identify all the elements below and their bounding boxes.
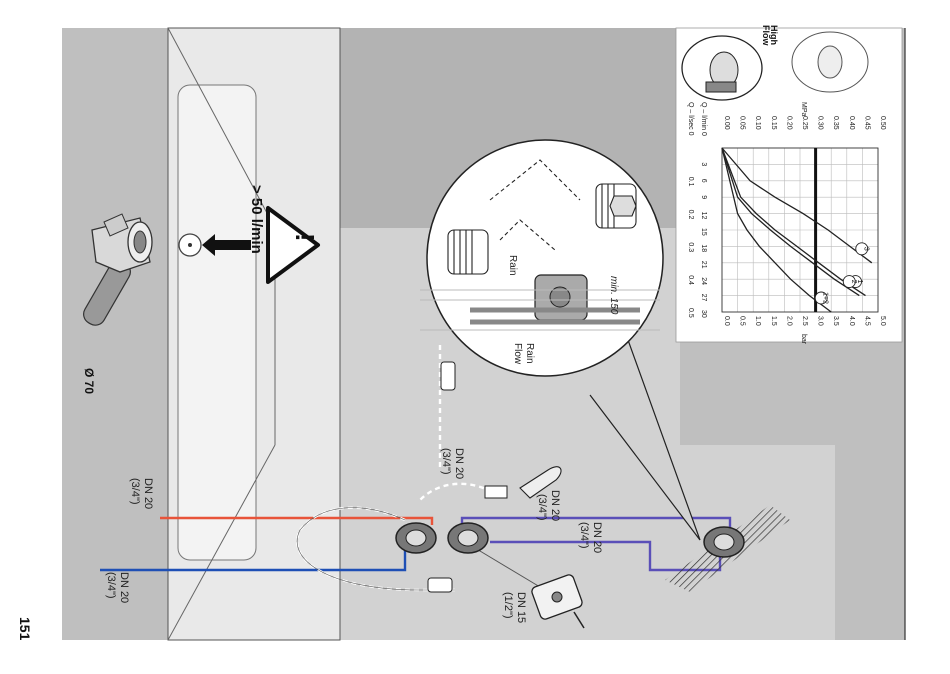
handshower-pipe-size: DN 20 [549, 490, 561, 521]
mixing-valve [420, 274, 660, 331]
bar-tick-label: 3.0 [817, 316, 824, 326]
plot-frame [721, 147, 879, 313]
thermostat-pipe-thread: (1/2") [502, 592, 514, 619]
drain-diameter-label: Ø 70 [82, 368, 96, 394]
flow-rate-label: > 50 l/min [248, 185, 265, 254]
detail-min-label: min. 150 [608, 276, 619, 315]
bar-tick-label: 3.5 [832, 316, 839, 326]
lmin-tick-label: 3 [700, 162, 707, 166]
lmin-tick-label: 9 [700, 195, 707, 199]
lmin-tick-label: 27 [700, 294, 707, 302]
hot-pipe-size: DN 20 [142, 478, 154, 509]
thermostat-box [531, 574, 585, 629]
high-flow-head-icon [681, 35, 763, 101]
hose-connector [427, 361, 456, 593]
wall-outlet-left [395, 522, 437, 554]
series-line-2 [721, 147, 860, 297]
mpa-tick-label: 0.40 [848, 116, 855, 130]
bar-tick-label: 2.0 [785, 316, 792, 326]
mpa-tick-label: 0.30 [817, 116, 824, 130]
detail-rain-flow-label: Rain Flow [512, 343, 535, 365]
bar-tick-label: 2.5 [801, 316, 808, 326]
lmin-tick-label: 18 [700, 244, 707, 252]
down-arrow-icon [202, 234, 251, 256]
series-line-3 [721, 147, 873, 264]
chart-panel: High Flow 0.00 0.05 0.10 0.15 0.20 0.25 0.30 0.… [675, 25, 903, 345]
lmin-row-label: Q – l/min 0 [700, 102, 707, 136]
mpa-axis-label: MPa [800, 102, 807, 117]
detail-rain-label: Rain [507, 255, 518, 276]
lmin-tick-label: 30 [700, 310, 707, 318]
high-flow-label: High Flow [761, 25, 779, 46]
bar-tick-label: 1.0 [754, 316, 761, 326]
series-marker-1-2 [814, 291, 828, 305]
bar-tick-label: 4.5 [863, 316, 870, 326]
series-label-1: 1 [856, 280, 863, 284]
page-number: 151 [17, 617, 33, 641]
bar-axis-label: bar [800, 334, 807, 345]
mpa-tick-label: 0.50 [879, 116, 886, 130]
lsec-tick-label: 0.4 [687, 275, 694, 285]
mixed-pipe-thread: (3/4") [578, 522, 590, 549]
lmin-tick-label: 21 [700, 261, 707, 269]
mpa-tick-label: 0.25 [801, 116, 808, 130]
series-line-1 [721, 147, 866, 297]
series-marker-2 [842, 275, 856, 289]
lmin-tick-label: 24 [700, 277, 707, 285]
bar-tick-label: 0.0 [723, 316, 730, 326]
svg-text:Flow: Flow [512, 343, 523, 365]
mpa-tick-label: 0.10 [754, 116, 761, 130]
handshower-pipe-thread: (3/4") [536, 494, 548, 521]
mpa-tick-label: 0.15 [770, 116, 777, 130]
series-label-2: 2 [850, 280, 857, 284]
series-line-1-2 [721, 147, 832, 313]
hose-pipe-size: DN 20 [453, 448, 465, 479]
lsec-row-label: Q – l/sec 0 [687, 102, 694, 136]
cold-pipe-thread: (3/4") [105, 572, 117, 599]
lmin-tick-label: 12 [700, 212, 707, 220]
ceiling-outlet [665, 505, 790, 592]
lmin-tick-label: 6 [700, 179, 707, 183]
lsec-tick-label: 0.2 [687, 210, 694, 220]
hot-pipe-thread: (3/4") [129, 478, 141, 505]
cold-pipe-size: DN 20 [118, 572, 130, 603]
detail-magnifier: min. 150 Rain Rain Flow [420, 139, 664, 377]
series-label-3: 3 [862, 247, 869, 251]
rain-flow-head-icon [791, 31, 869, 93]
mpa-tick-label: 0.05 [739, 116, 746, 130]
lsec-tick-label: 0.3 [687, 242, 694, 252]
lmin-tick-label: 15 [700, 228, 707, 236]
lsec-tick-label: 0.5 [687, 308, 694, 318]
svg-text:Rain: Rain [524, 343, 535, 364]
hand-shower [484, 466, 562, 499]
bar-tick-label: 0.5 [739, 316, 746, 326]
series-label-1-2: 1+2 [822, 292, 829, 304]
pipe-network [100, 345, 732, 592]
hose-pipe-thread: (3/4") [440, 448, 452, 475]
drain-fitting [83, 213, 153, 326]
wall-outlet-middle [447, 522, 489, 554]
mpa-tick-label: 0.45 [863, 116, 870, 130]
bar-tick-label: 1.5 [770, 316, 777, 326]
mpa-tick-label: 0.35 [832, 116, 839, 130]
warning-symbol: ! [290, 233, 320, 242]
warning-sign: ! [266, 206, 320, 284]
hot-supply-pipe [160, 516, 434, 525]
svg-text:Flow: Flow [761, 25, 771, 46]
svg-text:High: High [769, 25, 779, 45]
mixed-pipe-size: DN 20 [591, 522, 603, 553]
bar-tick-label: 5.0 [879, 316, 886, 326]
mpa-tick-label: 0.20 [785, 116, 792, 130]
lsec-tick-label: 0.1 [687, 177, 694, 187]
bar-tick-label: 4.0 [848, 316, 855, 326]
series-marker-3 [855, 242, 869, 256]
thermostat-pipe-size: DN 15 [515, 592, 527, 623]
mpa-tick-label: 0.00 [723, 116, 730, 130]
detail-pointer [589, 339, 701, 541]
